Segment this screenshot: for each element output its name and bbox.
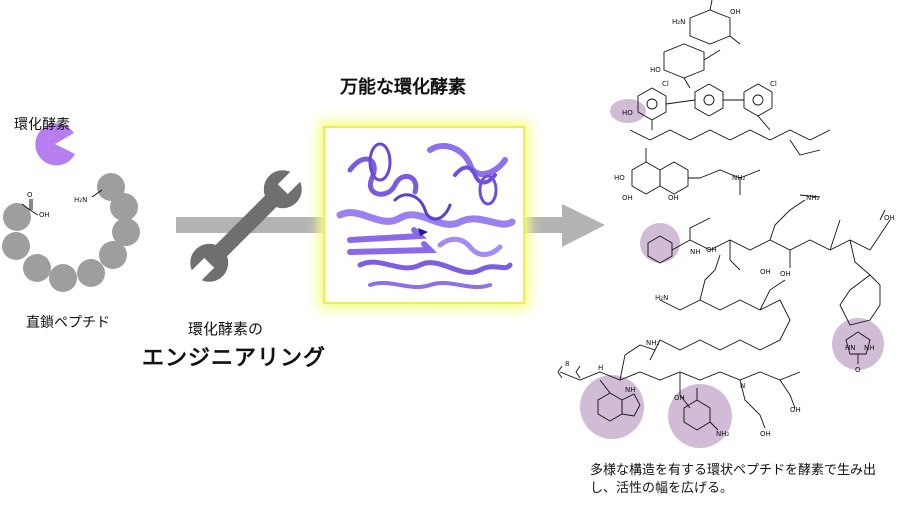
- carboxyl-group: [21, 199, 39, 216]
- oh-label-mid: OH: [760, 268, 771, 276]
- chem-labels: H₂N OH HO Cl Cl HO HO OH OH NH₂ NH₂ OH O…: [565, 8, 895, 438]
- oh-label-top: OH: [730, 8, 741, 16]
- versatile-enzyme-title: 万能な環化酵素: [340, 77, 466, 98]
- oh-label-bottom5: OH: [760, 430, 771, 438]
- oh-label-bottom4: OH: [790, 406, 801, 414]
- amine-bond: [91, 189, 103, 198]
- oh-label-right: OH: [884, 214, 895, 222]
- engineering-label-line1: 環化酵素の: [188, 320, 264, 338]
- cl-label-2: Cl: [770, 80, 777, 88]
- oh-label-bottom1: OH: [706, 246, 717, 254]
- linear-peptide-beads: [2, 173, 140, 292]
- carbonyl-o-text: O: [27, 191, 33, 199]
- nh2-label-mid: NH₂: [732, 174, 746, 182]
- enzyme-icon: [35, 123, 75, 166]
- active-site-marker: [418, 228, 428, 236]
- o-label-ring: O: [855, 366, 861, 374]
- ho-label-highlight: HO: [622, 109, 633, 117]
- eight-label: 8: [565, 360, 569, 368]
- enzyme-label: 環化酵素: [14, 117, 70, 133]
- h-label-1: H: [598, 364, 603, 372]
- ho-label-sugar: HO: [650, 66, 661, 74]
- nh2-label-top: H₂N: [672, 18, 685, 26]
- n-label-1: N: [740, 382, 745, 390]
- nh2-label-bottom: NH₂: [646, 339, 660, 347]
- h2n-label-bottom: H₂N: [655, 294, 668, 302]
- wrench-icon: [188, 168, 304, 284]
- cooh-oh-text: OH: [39, 211, 50, 219]
- cyclic-peptide-structures: [557, 0, 891, 431]
- protein-ribbon-image: [336, 142, 516, 290]
- nh2-label-anthranil: NH₂: [716, 430, 730, 438]
- cl-label-1: Cl: [662, 80, 669, 88]
- amine-text: H₂N: [74, 196, 87, 204]
- nh-label-mid: NH: [690, 248, 701, 256]
- highlight-circles: [580, 99, 884, 448]
- linear-peptide-label: 直鎖ペプチド: [26, 315, 110, 331]
- oh-label-ring1: OH: [622, 194, 633, 202]
- nh-label-indole: NH: [625, 386, 636, 394]
- ho-label-acid: HO: [614, 174, 625, 182]
- nh2-label-right: NH₂: [806, 194, 820, 202]
- caption-text: 多様な構造を有する環状ペプチドを酵素で生み出し、活性の幅を広げる。: [590, 463, 877, 496]
- hn-label-ring: HN: [845, 344, 856, 352]
- oh-label-bottom3: OH: [674, 394, 685, 402]
- nh-label-ring: NH: [864, 344, 875, 352]
- oh-label-bottom2: OH: [780, 270, 791, 278]
- engineering-label-line2: エンジニアリング: [142, 346, 327, 371]
- oh-label-ring2: OH: [668, 194, 679, 202]
